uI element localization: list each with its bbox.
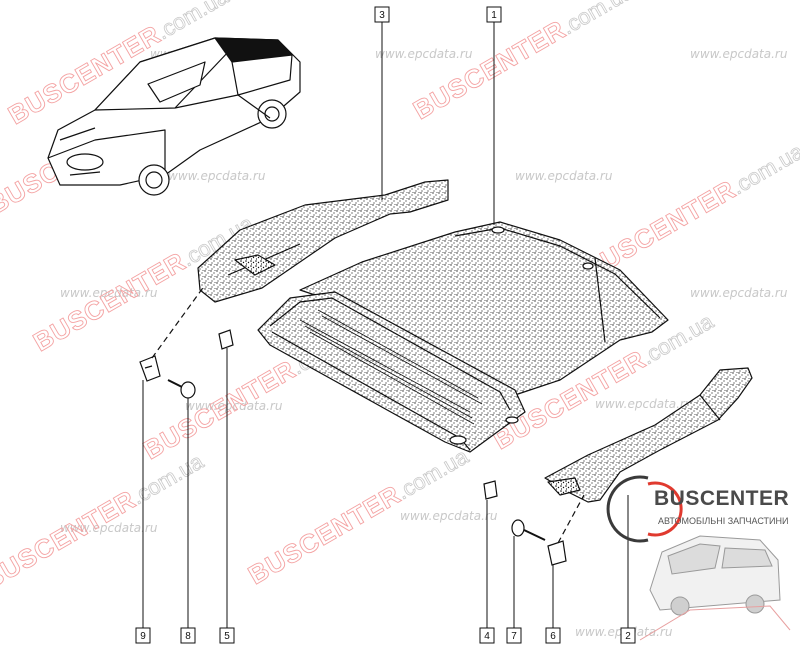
logo-mark-icon xyxy=(606,475,683,543)
callout-7: 7 xyxy=(506,627,522,644)
callout-9: 9 xyxy=(135,627,151,644)
watermark-site: www.epcdata.ru xyxy=(168,169,266,183)
part-3-left-trim xyxy=(197,179,449,303)
assembly-lines xyxy=(151,284,585,544)
fastener-clip-6 xyxy=(547,540,567,566)
watermark-site: www.epcdata.ru xyxy=(60,286,158,300)
watermark-brand: BUSCENTER xyxy=(28,246,191,357)
callout-label: 6 xyxy=(550,631,556,642)
callout-label: 5 xyxy=(224,631,230,642)
floor-tray xyxy=(257,291,526,453)
logo-name: BUSCENTER xyxy=(654,487,789,510)
watermark-brand: BUSCENTER xyxy=(0,484,141,595)
watermark-site: www.epcdata.ru xyxy=(185,399,283,413)
watermark-site: www.epcdata.ru xyxy=(595,397,693,411)
watermark-site: www.epcdata.ru xyxy=(690,286,788,300)
callout-label: 7 xyxy=(511,631,517,642)
watermark-site: www.epcdata.ru xyxy=(690,47,788,61)
fastener-clip-5 xyxy=(218,329,234,350)
callout-label: 3 xyxy=(379,10,385,21)
watermark-domain: .com.ua xyxy=(727,138,800,199)
watermark-site: www.epcdata.ru xyxy=(400,509,498,523)
callout-8: 8 xyxy=(180,627,196,644)
fastener-clip-4 xyxy=(483,480,498,500)
callout-4: 4 xyxy=(479,627,495,644)
callout-3: 3 xyxy=(374,6,390,23)
watermark-site: www.epcdata.ru xyxy=(515,169,613,183)
logo-tagline: АВТОМОБІЛЬНІ ЗАПЧАСТИНИ xyxy=(658,516,788,526)
callout-leaders xyxy=(142,22,629,628)
van-image-icon xyxy=(639,535,791,641)
callout-2: 2 xyxy=(620,627,636,644)
watermark-brand: BUSCENTER xyxy=(408,14,571,125)
callout-label: 2 xyxy=(625,631,631,642)
callout-6: 6 xyxy=(545,627,561,644)
callout-label: 1 xyxy=(491,10,497,21)
callout-label: 8 xyxy=(185,631,191,642)
buscenter-logo: BUSCENTER АВТОМОБІЛЬНІ ЗАПЧАСТИНИ xyxy=(606,475,791,641)
callout-label: 9 xyxy=(140,631,146,642)
callout-5: 5 xyxy=(219,627,235,644)
watermark-domain: .com.ua xyxy=(392,443,473,504)
part-2-right-trim xyxy=(544,367,753,503)
watermark-domain: .com.ua xyxy=(127,448,208,509)
car-location-thumbnail xyxy=(47,37,301,196)
fastener-screw-7 xyxy=(511,519,546,541)
fastener-screw-8 xyxy=(167,379,196,399)
fastener-clip-9 xyxy=(139,355,161,382)
watermark-site: www.epcdata.ru xyxy=(375,47,473,61)
watermark-site: www.epcdata.ru xyxy=(60,521,158,535)
callout-label: 4 xyxy=(484,631,490,642)
watermark-brand: BUSCENTER xyxy=(243,479,406,590)
part-1-parcel-shelf xyxy=(299,221,669,396)
callout-1: 1 xyxy=(486,6,502,23)
watermark-domain: .com.ua xyxy=(557,0,638,39)
